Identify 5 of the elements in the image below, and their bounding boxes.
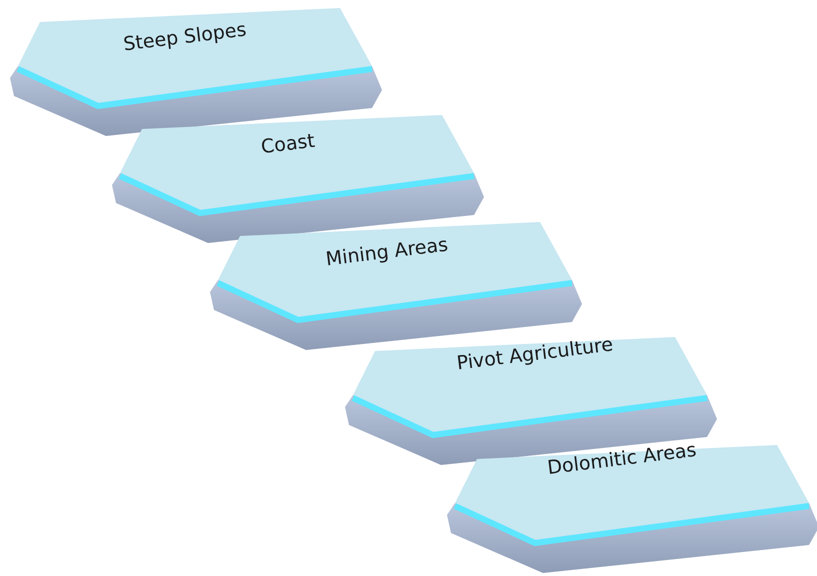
slab-label: Pivot Agriculture: [454, 334, 616, 376]
slab-label: Mining Areas: [324, 232, 450, 272]
slab-label: Coast: [258, 128, 317, 160]
slab-label: Dolomitic Areas: [545, 440, 699, 480]
slab-label: Steep Slopes: [121, 18, 249, 58]
